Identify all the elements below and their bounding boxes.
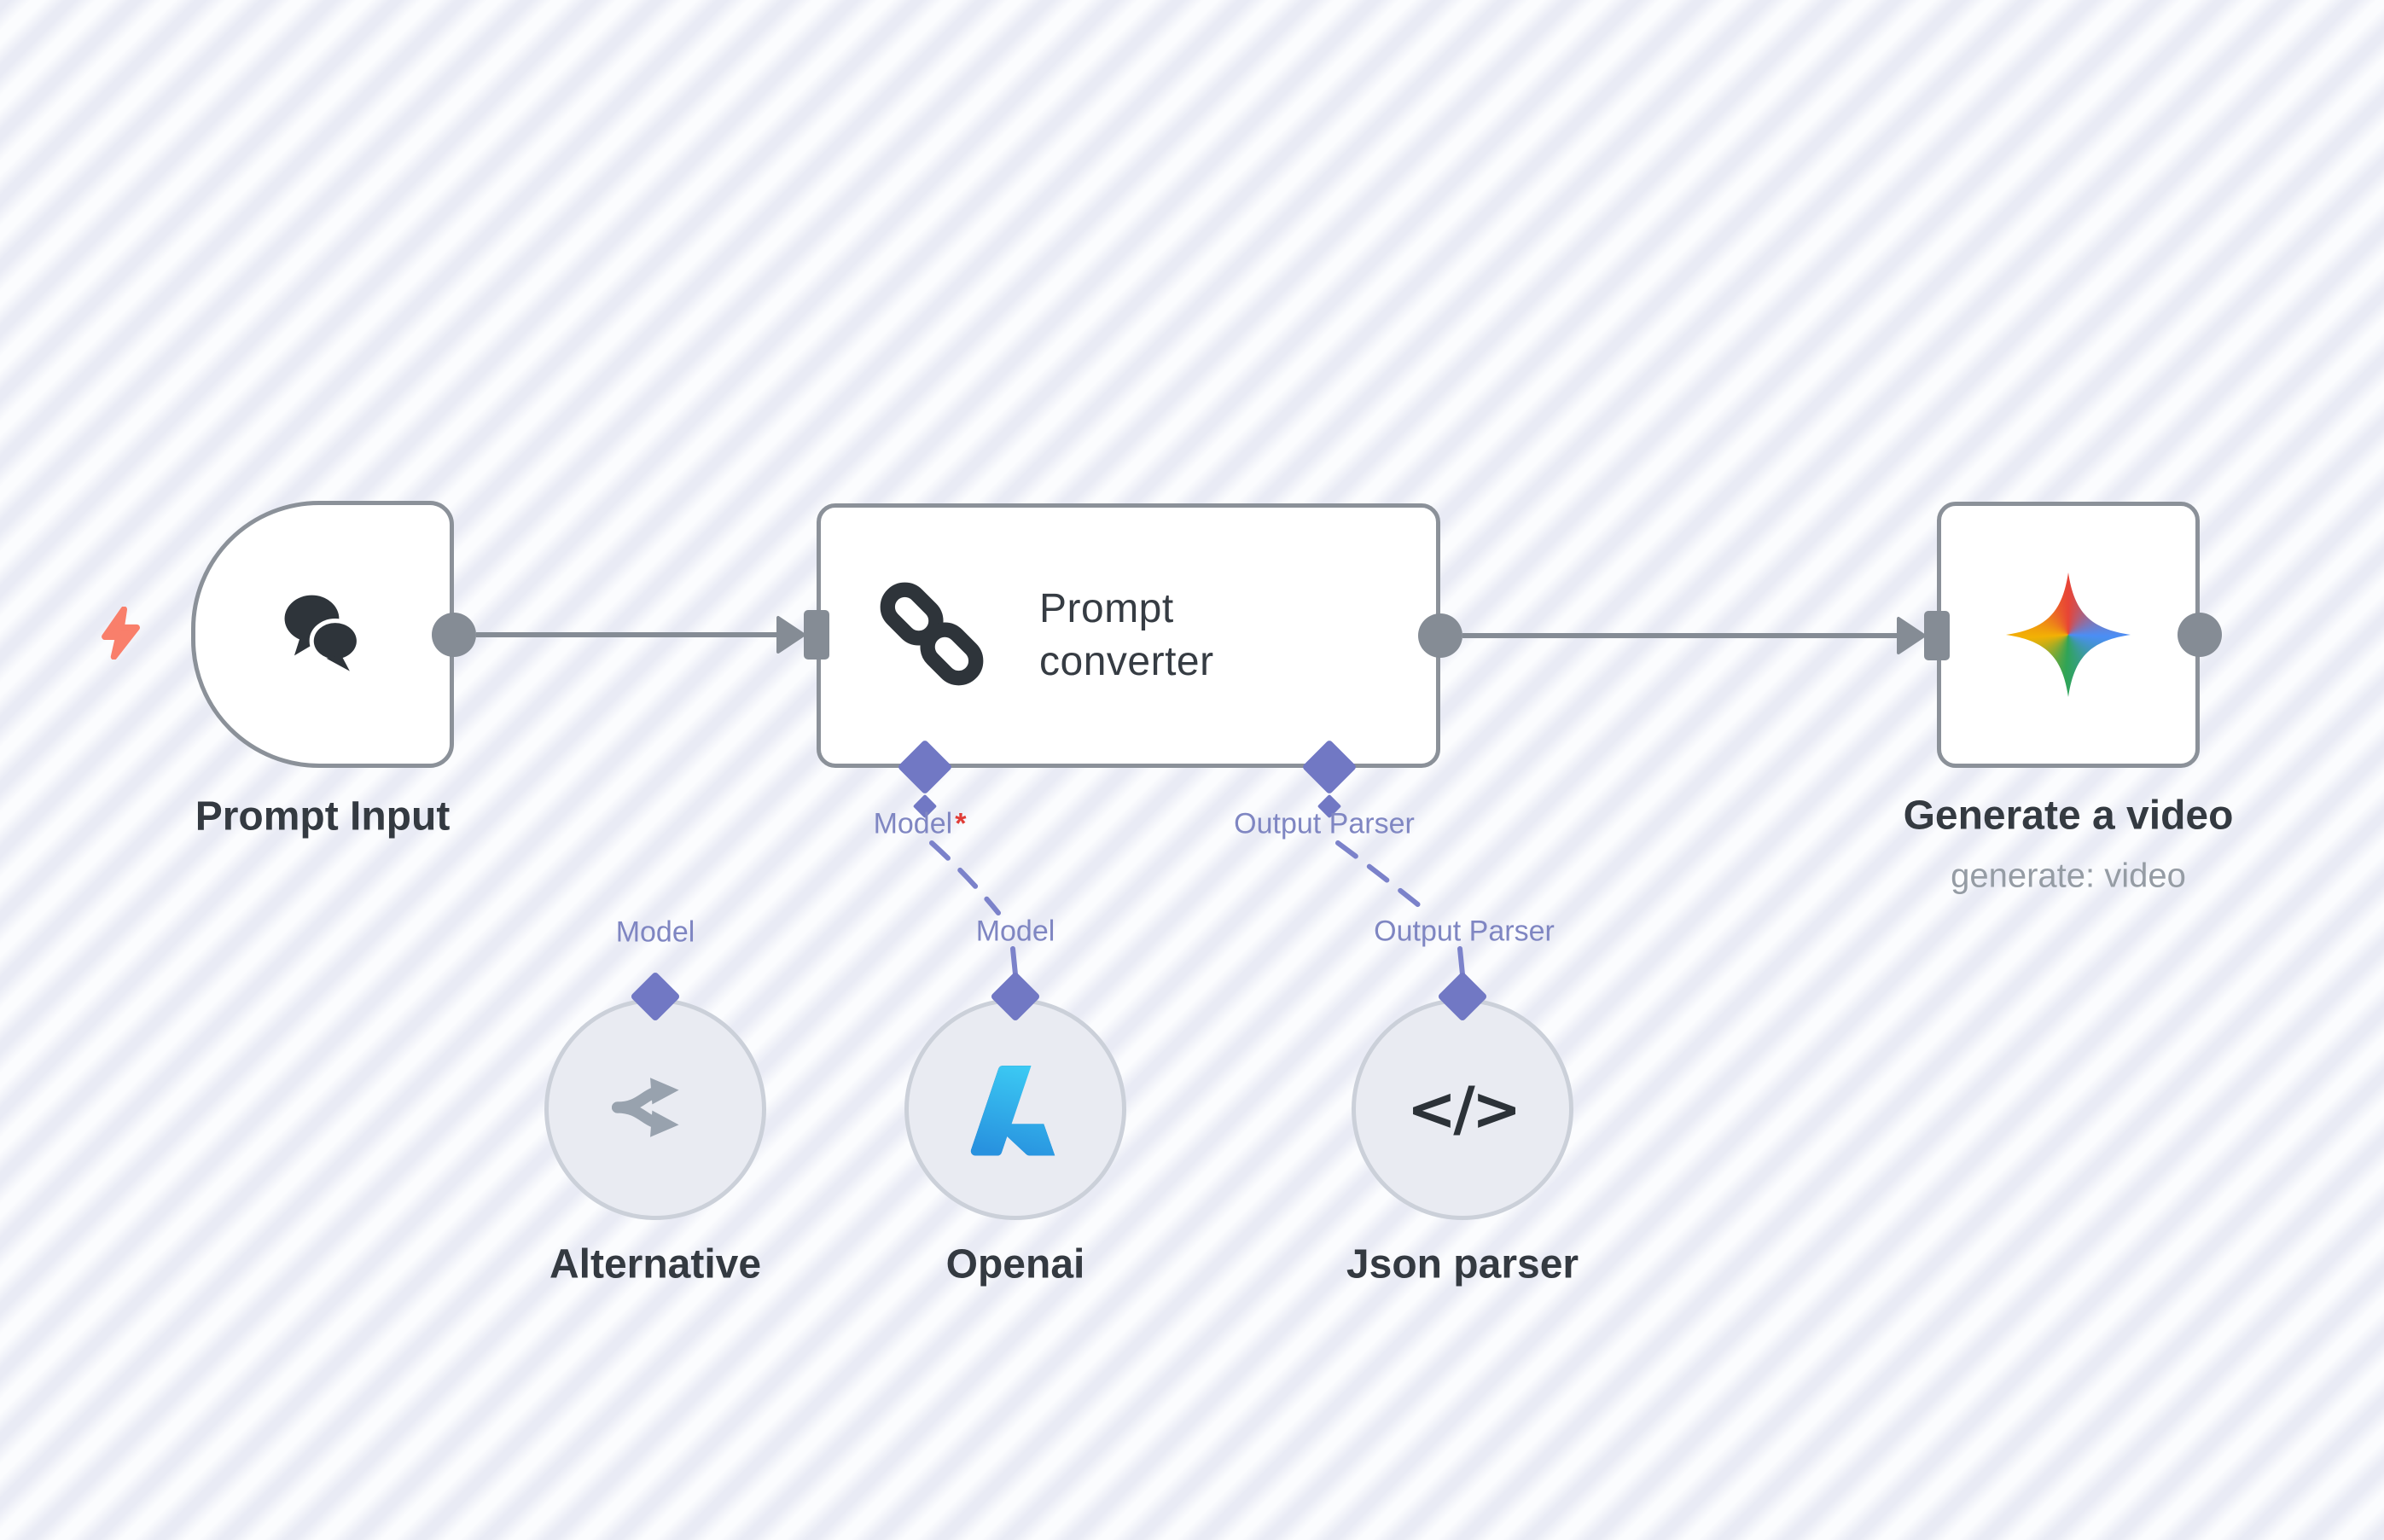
edge-output-parser-stub [1457,946,1465,977]
chat-bubbles-icon [270,584,375,685]
trigger-lightning-icon [96,606,145,664]
alternative-handle-label: Model [615,915,695,949]
gemini-star-icon [2006,572,2131,697]
edge-model-to-openai[interactable] [929,840,1001,915]
node-prompt-converter[interactable]: Prompt converter [817,503,1440,768]
prompt-input-title: Prompt Input [195,793,451,840]
azure-logo-icon [963,1055,1067,1164]
generate-video-title: Generate a video [1903,793,2234,839]
code-tag-icon: </> [1406,1074,1522,1144]
openai-handle-label: Model [975,915,1055,948]
branch-arrows-icon [604,1056,706,1163]
edge-model-stub [1010,946,1018,977]
json-parser-handle-label: Output Parser [1374,915,1555,948]
edge-output-parser-to-json[interactable] [1335,840,1431,915]
generate-video-subtitle: generate: video [1951,857,2186,895]
prompt-converter-title: Prompt converter [1039,586,1214,684]
node-prompt-input[interactable] [191,501,454,768]
node-json-parser[interactable]: </> [1352,998,1573,1220]
converter-output-parser-handle-label: Output Parser [1234,807,1415,840]
alternative-title: Alternative [549,1241,762,1287]
chain-link-icon [870,572,993,700]
required-marker: * [955,807,967,840]
node-openai[interactable] [904,998,1126,1220]
node-alternative[interactable] [544,998,766,1220]
openai-title: Openai [945,1241,1085,1287]
converter-model-handle-label: Model* [873,807,967,840]
json-parser-title: Json parser [1346,1241,1579,1287]
edge-arrowhead-icon [776,616,805,654]
node-generate-video[interactable] [1937,502,2200,768]
edge-arrowhead-icon [1897,617,1926,654]
